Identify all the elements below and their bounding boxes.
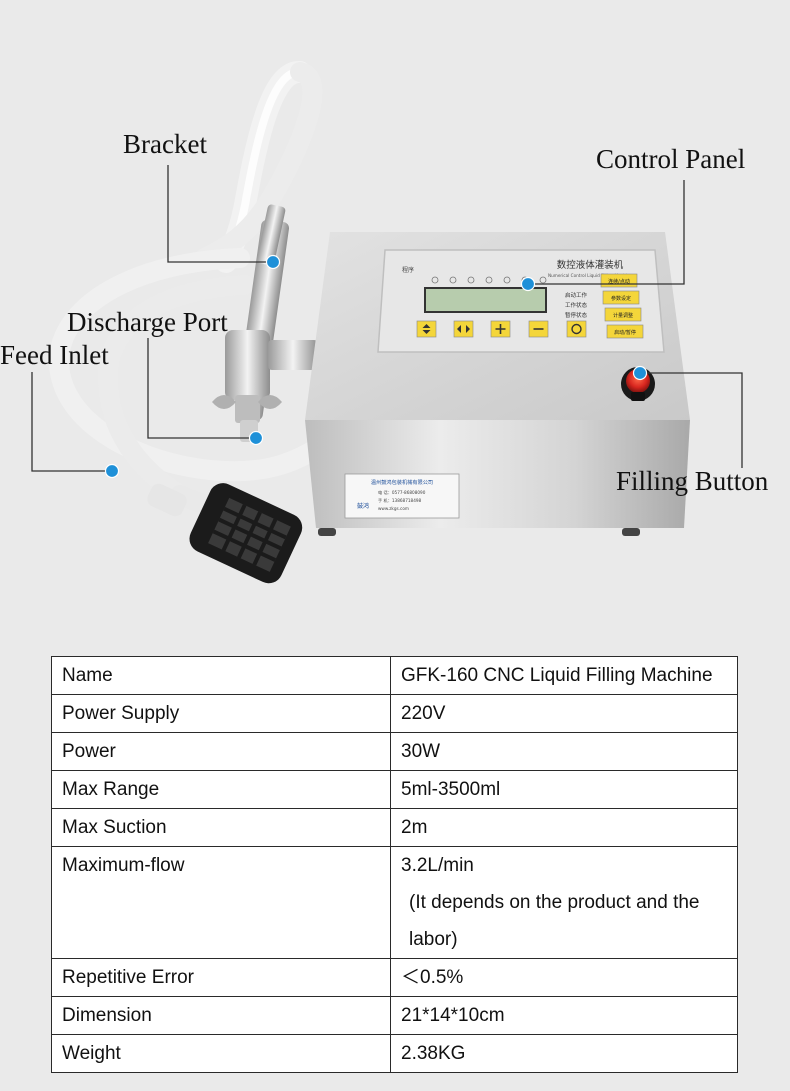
- spec-value: 30W: [401, 741, 441, 762]
- right-key-label: 启动/暂停: [614, 329, 636, 336]
- panel-right-keys: 连续/点动 参数设定 计量调整 启动/暂停: [600, 273, 644, 339]
- up-down-icon: [422, 324, 431, 334]
- spec-value-cell: GFK-160 CNC Liquid Filling Machine: [390, 656, 738, 695]
- spec-row: Repetitive Error ＜0.5%: [51, 958, 738, 997]
- plus-icon: [495, 324, 506, 334]
- spec-row: Max Suction 2m: [51, 808, 738, 847]
- spec-value-cell: 21*14*10cm: [390, 996, 738, 1035]
- spec-row: Maximum-flow 3.2L/min (It depends on the p…: [51, 846, 738, 959]
- spec-value: ＜0.5%: [401, 967, 464, 988]
- spec-label: Power Supply: [51, 694, 391, 733]
- label-logo: 鼓鸿: [357, 502, 369, 510]
- spec-value-cell: 2m: [390, 808, 738, 847]
- spec-label: Repetitive Error: [51, 958, 391, 997]
- left-right-icon: [457, 325, 470, 333]
- control-panel: 数控液体灌装机 Numerical Control Liquid Filling…: [377, 249, 665, 353]
- spec-row: Power 30W: [51, 732, 738, 771]
- callout-dots: [104, 254, 648, 479]
- spec-value: 5ml-3500ml: [401, 779, 501, 800]
- label-line: 手 机：13868718498: [378, 497, 422, 504]
- right-key-label: 计量调整: [613, 312, 633, 319]
- spec-row: Weight 2.38KG: [51, 1034, 738, 1073]
- label-line: www.zkgs.com: [378, 506, 409, 511]
- callout-dot: [265, 254, 281, 270]
- parameter-key[interactable]: [602, 290, 640, 305]
- spec-value: 2.38KG: [401, 1043, 466, 1064]
- bracket-assembly: [212, 204, 318, 442]
- spec-value-cell: 30W: [390, 732, 738, 771]
- spec-value: 220V: [401, 703, 446, 724]
- circle-icon: [571, 323, 582, 335]
- panel-bottom-keys: [416, 320, 587, 338]
- spec-row: Name GFK-160 CNC Liquid Filling Machine: [51, 656, 738, 695]
- callout-dot: [632, 365, 648, 381]
- callout-discharge-port: Discharge Port: [67, 307, 228, 337]
- spec-label: Max Range: [51, 770, 391, 809]
- spec-label: Dimension: [51, 996, 391, 1035]
- spec-value-cell: ＜0.5%: [390, 958, 738, 997]
- start-pause-key[interactable]: [606, 324, 644, 339]
- spec-label: Name: [51, 656, 391, 695]
- product-photo: 数控液体灌装机 Numerical Control Liquid Filling…: [31, 68, 743, 584]
- label-line: 电 话：0577-86808090: [378, 489, 426, 496]
- callout-dot: [248, 430, 264, 446]
- metering-key[interactable]: [604, 307, 642, 322]
- callout-dot: [104, 463, 120, 479]
- panel-mode-label: 启动工作: [565, 291, 588, 299]
- callout-filling-button: Filling Button: [616, 466, 769, 496]
- callout-lines: [31, 165, 743, 472]
- panel-mode-label: 暂停状态: [565, 311, 588, 319]
- label-plate: 温州鼓鸿包装机械有限公司 鼓鸿 电 话：0577-86808090 手 机：13…: [344, 473, 460, 519]
- spec-value-cell: 2.38KG: [390, 1034, 738, 1073]
- panel-title: 数控液体灌装机: [557, 259, 624, 271]
- spec-row: Power Supply 220V: [51, 694, 738, 733]
- callout-feed-inlet: Feed Inlet: [0, 340, 109, 370]
- spec-value-cell: 5ml-3500ml: [390, 770, 738, 809]
- spec-row: Dimension 21*14*10cm: [51, 996, 738, 1035]
- spec-value-cell: 3.2L/min (It depends on the product and t…: [390, 846, 738, 959]
- spec-value-note: (It depends on the product and the labor…: [409, 892, 700, 950]
- panel-subtitle: Numerical Control Liquid Filling Machine: [548, 273, 632, 278]
- callout-control-panel: Control Panel: [596, 144, 746, 174]
- callout-bracket: Bracket: [123, 129, 207, 159]
- right-key-label: 参数设定: [611, 295, 631, 302]
- menu-key[interactable]: [416, 320, 437, 338]
- suction-filter: [147, 483, 303, 584]
- spec-label: Max Suction: [51, 808, 391, 847]
- spec-value: GFK-160 CNC Liquid Filling Machine: [401, 665, 713, 686]
- spec-label: Weight: [51, 1034, 391, 1073]
- spec-value-cell: 220V: [390, 694, 738, 733]
- lcd-display: [424, 287, 547, 313]
- label-company: 温州鼓鸿包装机械有限公司: [371, 478, 433, 486]
- spec-label: Maximum-flow: [51, 846, 391, 959]
- spec-row: Max Range 5ml-3500ml: [51, 770, 738, 809]
- spec-value: 2m: [401, 817, 428, 838]
- spec-value: 3.2L/min: [401, 855, 474, 876]
- circle-key[interactable]: [566, 320, 587, 338]
- callout-dot: [520, 276, 536, 292]
- panel-mode-label: 工作状态: [565, 301, 588, 309]
- left-right-key[interactable]: [453, 320, 474, 338]
- right-key-label: 连续/点动: [608, 278, 630, 285]
- spec-value: 21*14*10cm: [401, 1005, 505, 1026]
- spec-label: Power: [51, 732, 391, 771]
- panel-program-label: 程序: [402, 266, 414, 274]
